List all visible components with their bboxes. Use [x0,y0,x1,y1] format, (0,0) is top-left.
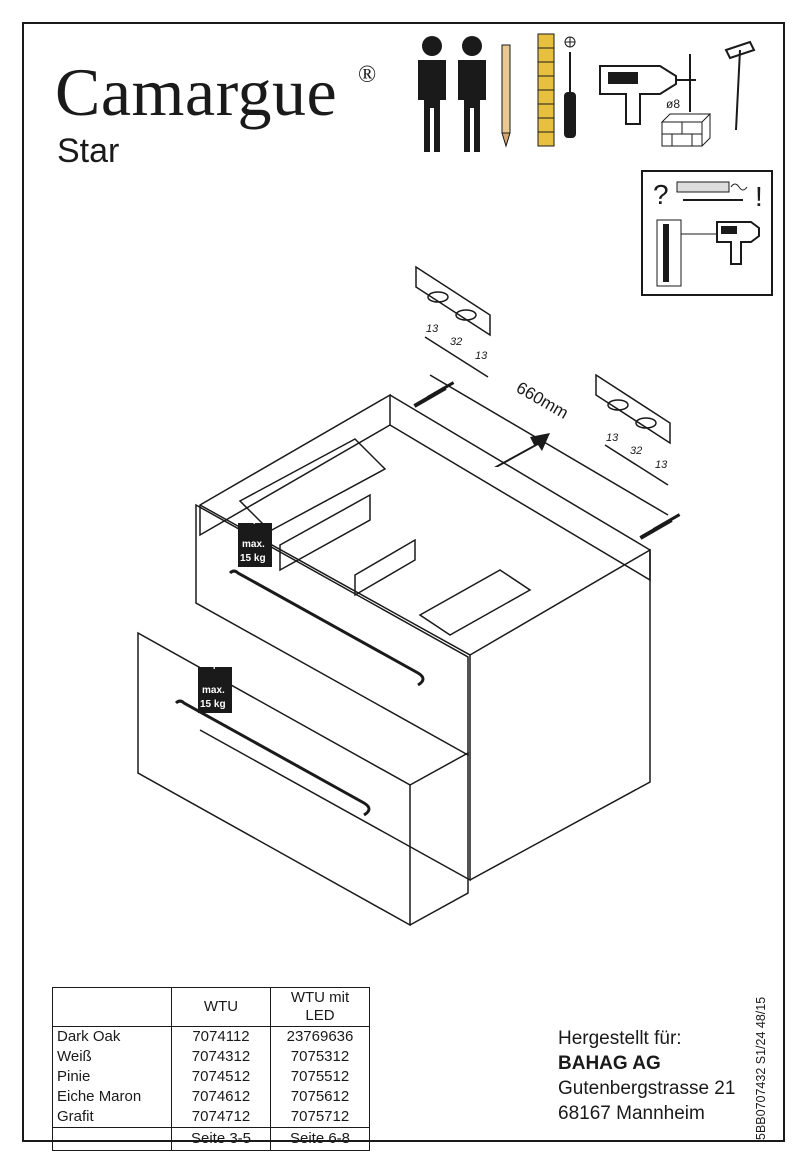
table-row: Dark Oak 7074112 23769636 [52,1026,370,1047]
header-wtu: WTU [171,987,271,1027]
weight-top-line1: max. [242,539,265,550]
weight-limit-top: + max. 15 kg [238,516,272,567]
screws-right [639,513,681,540]
table-footer-row: Seite 3-5 Seite 6-8 [52,1127,370,1151]
table-row: Grafit 7074712 7075712 [52,1107,370,1128]
row-color: Dark Oak [52,1026,172,1047]
page-frame [22,22,785,1142]
row-color: Weiß [52,1047,172,1067]
weight-bottom-line1: max. [202,685,225,696]
wall-bricks-icon [660,113,712,147]
dim-right-3: 13 [655,459,668,471]
dim-right-1: 13 [606,432,619,444]
manufacturer-company: BAHAG AG [558,1053,661,1074]
model-name: Star [57,132,120,170]
weight-plus-bottom: + [211,661,217,673]
drawer-front-top [195,503,469,757]
cable-warning-box: ? ! [641,170,773,296]
pencil-icon [501,44,511,148]
row-wtu-led: 7075712 [290,1108,350,1125]
registered-mark: ® [358,62,377,88]
table-row: Pinie 7074512 7075512 [52,1067,370,1087]
row-color: Eiche Maron [52,1087,172,1107]
footer-pages-wtu-led: Seite 6-8 [270,1127,370,1151]
row-wtu-led: 7075312 [290,1048,350,1065]
footer-empty [52,1127,172,1151]
two-persons-icon [418,36,486,152]
tools-strip: ø8 [418,33,756,152]
header-wtu-led: WTU mit LED [270,987,370,1027]
row-wtu: 7074112 [171,1026,271,1047]
screws-left [413,381,455,408]
footer-pages-wtu: Seite 3-5 [171,1127,271,1151]
manufacturer-label: Hergestellt für: [558,1028,682,1049]
header-color [52,987,172,1027]
weight-bottom-line2: 15 kg [200,699,226,710]
phillips-screwdriver-icon [564,36,576,138]
wall-drill-icon [656,219,760,287]
row-color: Pinie [52,1067,172,1087]
table-row: Weiß 7074312 7075312 [52,1047,370,1067]
table-header-row: WTU WTU mit LED [52,987,370,1027]
push-direction-arrow [494,433,550,467]
table-row: Eiche Maron 7074612 7075612 [52,1087,370,1107]
dim-right-2: 32 [630,445,642,457]
brand-name: Camargue [55,54,338,130]
dim-left-1: 13 [426,323,439,335]
weight-plus-top: + [251,516,257,528]
row-wtu-led: 23769636 [286,1028,354,1045]
row-wtu-led: 7075612 [290,1088,350,1105]
cable-detector-icon [676,181,748,201]
row-wtu: 7074712 [171,1107,271,1128]
cabinet-body [199,393,651,882]
manufacturer-block: Hergestellt für: BAHAG AG Gutenbergstras… [558,1026,735,1126]
row-color: Grafit [52,1107,172,1128]
folding-ruler-icon [537,33,555,147]
weight-limit-bottom: + max. 15 kg [198,661,232,713]
drawer-front-bottom [137,631,469,927]
cabinet-assembly-drawing: 13 32 13 13 32 13 660mm + max. 15 kg + m… [137,265,681,927]
manufacturer-city: 68167 Mannheim [558,1103,705,1124]
row-wtu-led: 7075512 [290,1068,350,1085]
warning-question: ? [653,179,669,210]
drill-bit-size: ø8 [666,97,680,111]
row-wtu: 7074612 [171,1087,271,1107]
row-wtu: 7074512 [171,1067,271,1087]
hammer-icon [724,40,756,131]
dim-left-2: 32 [450,336,462,348]
drill-icon [599,65,696,125]
bracket-distance: 660mm [513,378,572,423]
warning-exclamation: ! [755,181,763,212]
manufacturer-street: Gutenbergstrasse 21 [558,1078,736,1099]
wall-bracket-left [415,265,491,337]
document-code: 5BB0707432 S1/24 48/15 [754,996,768,1140]
article-number-table: WTU WTU mit LED Dark Oak 7074112 2376963… [52,987,370,1151]
dim-left-3: 13 [475,350,488,362]
wall-bracket-right [595,373,671,445]
row-wtu: 7074312 [171,1047,271,1067]
weight-top-line2: 15 kg [240,553,266,564]
